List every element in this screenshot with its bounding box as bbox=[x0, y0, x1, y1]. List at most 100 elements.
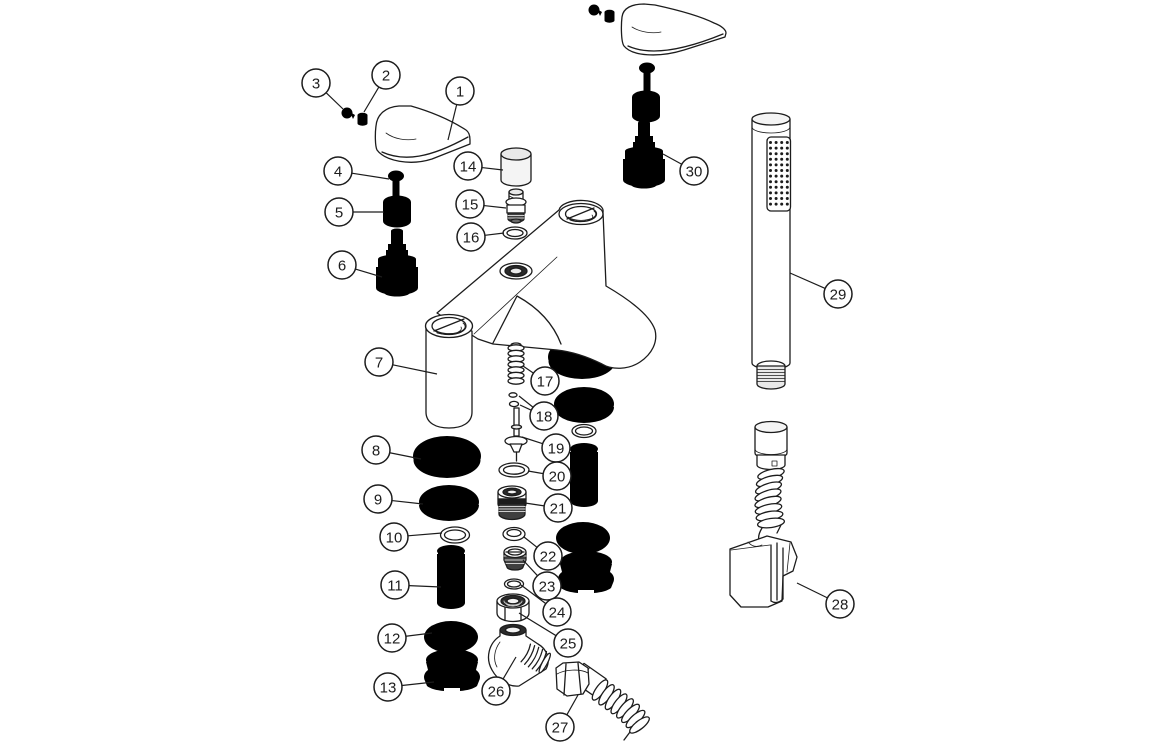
part-backnut-left bbox=[424, 649, 480, 693]
svg-text:6: 6 bbox=[338, 257, 346, 274]
svg-text:7: 7 bbox=[375, 354, 383, 371]
svg-text:10: 10 bbox=[386, 529, 403, 546]
callout-25: 25 bbox=[518, 612, 583, 658]
callout-14: 14 bbox=[453, 151, 504, 181]
callout-circle-2 bbox=[371, 60, 401, 90]
callout-11: 11 bbox=[380, 570, 442, 600]
svg-text:26: 26 bbox=[488, 683, 505, 700]
part-grub-screws-right bbox=[588, 4, 615, 23]
svg-text:11: 11 bbox=[387, 577, 403, 594]
callout-circle-29 bbox=[823, 279, 853, 309]
svg-text:15: 15 bbox=[462, 196, 479, 213]
part-diverter-valve-15 bbox=[505, 188, 527, 224]
part-body bbox=[424, 199, 657, 429]
part-washer-22 bbox=[502, 526, 526, 542]
part-backnut-right bbox=[558, 551, 614, 595]
part-spring-17 bbox=[507, 342, 525, 385]
callout-27: 27 bbox=[545, 694, 579, 742]
callout-circle-16 bbox=[456, 222, 486, 252]
callout-circle-20 bbox=[542, 461, 572, 491]
part-oring-left bbox=[439, 526, 471, 544]
callout-1: 1 bbox=[445, 76, 475, 141]
part-cartridge-left bbox=[376, 228, 418, 297]
callout-2: 2 bbox=[363, 60, 401, 113]
svg-text:8: 8 bbox=[372, 442, 380, 459]
svg-text:21: 21 bbox=[550, 500, 567, 517]
callout-22: 22 bbox=[523, 536, 563, 571]
svg-text:1: 1 bbox=[456, 83, 464, 100]
callout-17: 17 bbox=[522, 365, 560, 396]
callout-15: 15 bbox=[455, 189, 507, 219]
callout-18: 18 bbox=[518, 395, 559, 431]
part-oring-right bbox=[571, 423, 597, 439]
part-cap-14 bbox=[500, 147, 532, 187]
callout-circle-4 bbox=[323, 156, 353, 186]
svg-text:3: 3 bbox=[312, 75, 320, 92]
part-hose-upper bbox=[754, 420, 788, 541]
callout-circle-30 bbox=[679, 156, 709, 186]
callout-circle-1 bbox=[445, 76, 475, 106]
svg-text:23: 23 bbox=[539, 578, 556, 595]
callout-circle-8 bbox=[361, 435, 391, 465]
callout-8: 8 bbox=[361, 435, 422, 465]
svg-text:30: 30 bbox=[686, 163, 703, 180]
svg-text:14: 14 bbox=[460, 158, 477, 175]
part-handle-left bbox=[374, 105, 471, 163]
part-oring-24 bbox=[503, 578, 525, 590]
part-gasket-left bbox=[419, 485, 479, 521]
callout-circle-15 bbox=[455, 189, 485, 219]
callout-10: 10 bbox=[379, 522, 443, 552]
part-cartridge-right bbox=[623, 120, 665, 189]
svg-text:29: 29 bbox=[830, 286, 847, 303]
callout-circle-14 bbox=[453, 151, 483, 181]
callout-circle-23 bbox=[532, 571, 562, 601]
part-orings-18 bbox=[508, 392, 520, 408]
callout-circle-5 bbox=[324, 197, 354, 227]
svg-text:17: 17 bbox=[537, 373, 554, 390]
svg-text:16: 16 bbox=[463, 229, 480, 246]
callout-6: 6 bbox=[327, 250, 383, 280]
callout-9: 9 bbox=[363, 484, 424, 514]
callout-circle-26 bbox=[481, 676, 511, 706]
callout-13: 13 bbox=[373, 672, 435, 702]
svg-text:18: 18 bbox=[536, 408, 553, 425]
part-bracket-28 bbox=[729, 535, 798, 608]
part-handle-bush-left bbox=[383, 195, 411, 228]
part-hand-shower-29 bbox=[751, 112, 792, 390]
callout-circle-3 bbox=[301, 68, 331, 98]
part-handle-right bbox=[620, 3, 727, 56]
svg-text:13: 13 bbox=[380, 679, 397, 696]
svg-text:4: 4 bbox=[334, 163, 342, 180]
svg-text:12: 12 bbox=[384, 630, 401, 647]
callout-circle-11 bbox=[380, 570, 410, 600]
callout-circle-10 bbox=[379, 522, 409, 552]
svg-text:24: 24 bbox=[549, 604, 566, 621]
callout-circle-17 bbox=[530, 366, 560, 396]
callout-7: 7 bbox=[364, 347, 438, 377]
callout-circle-6 bbox=[327, 250, 357, 280]
callout-circle-9 bbox=[363, 484, 393, 514]
callout-circle-28 bbox=[825, 589, 855, 619]
svg-text:5: 5 bbox=[335, 204, 343, 221]
part-hose-connector-27 bbox=[555, 661, 650, 741]
part-elbow-26 bbox=[487, 623, 552, 687]
svg-text:9: 9 bbox=[374, 491, 382, 508]
part-plug-23 bbox=[503, 545, 527, 571]
callout-circle-12 bbox=[377, 623, 407, 653]
part-hexnut-25 bbox=[496, 593, 530, 623]
callout-20: 20 bbox=[527, 461, 572, 491]
part-diverter-rod-19 bbox=[504, 407, 528, 462]
callout-21: 21 bbox=[524, 493, 573, 523]
part-shank-right bbox=[570, 443, 598, 507]
callout-circle-7 bbox=[364, 347, 394, 377]
callout-24: 24 bbox=[520, 584, 572, 627]
svg-text:25: 25 bbox=[560, 635, 577, 652]
part-bush-21 bbox=[497, 485, 527, 521]
part-oring-16 bbox=[502, 226, 528, 240]
part-washer-right bbox=[556, 522, 610, 554]
callout-circle-27 bbox=[545, 712, 575, 742]
callout-29: 29 bbox=[789, 272, 853, 309]
callout-30: 30 bbox=[662, 153, 709, 186]
